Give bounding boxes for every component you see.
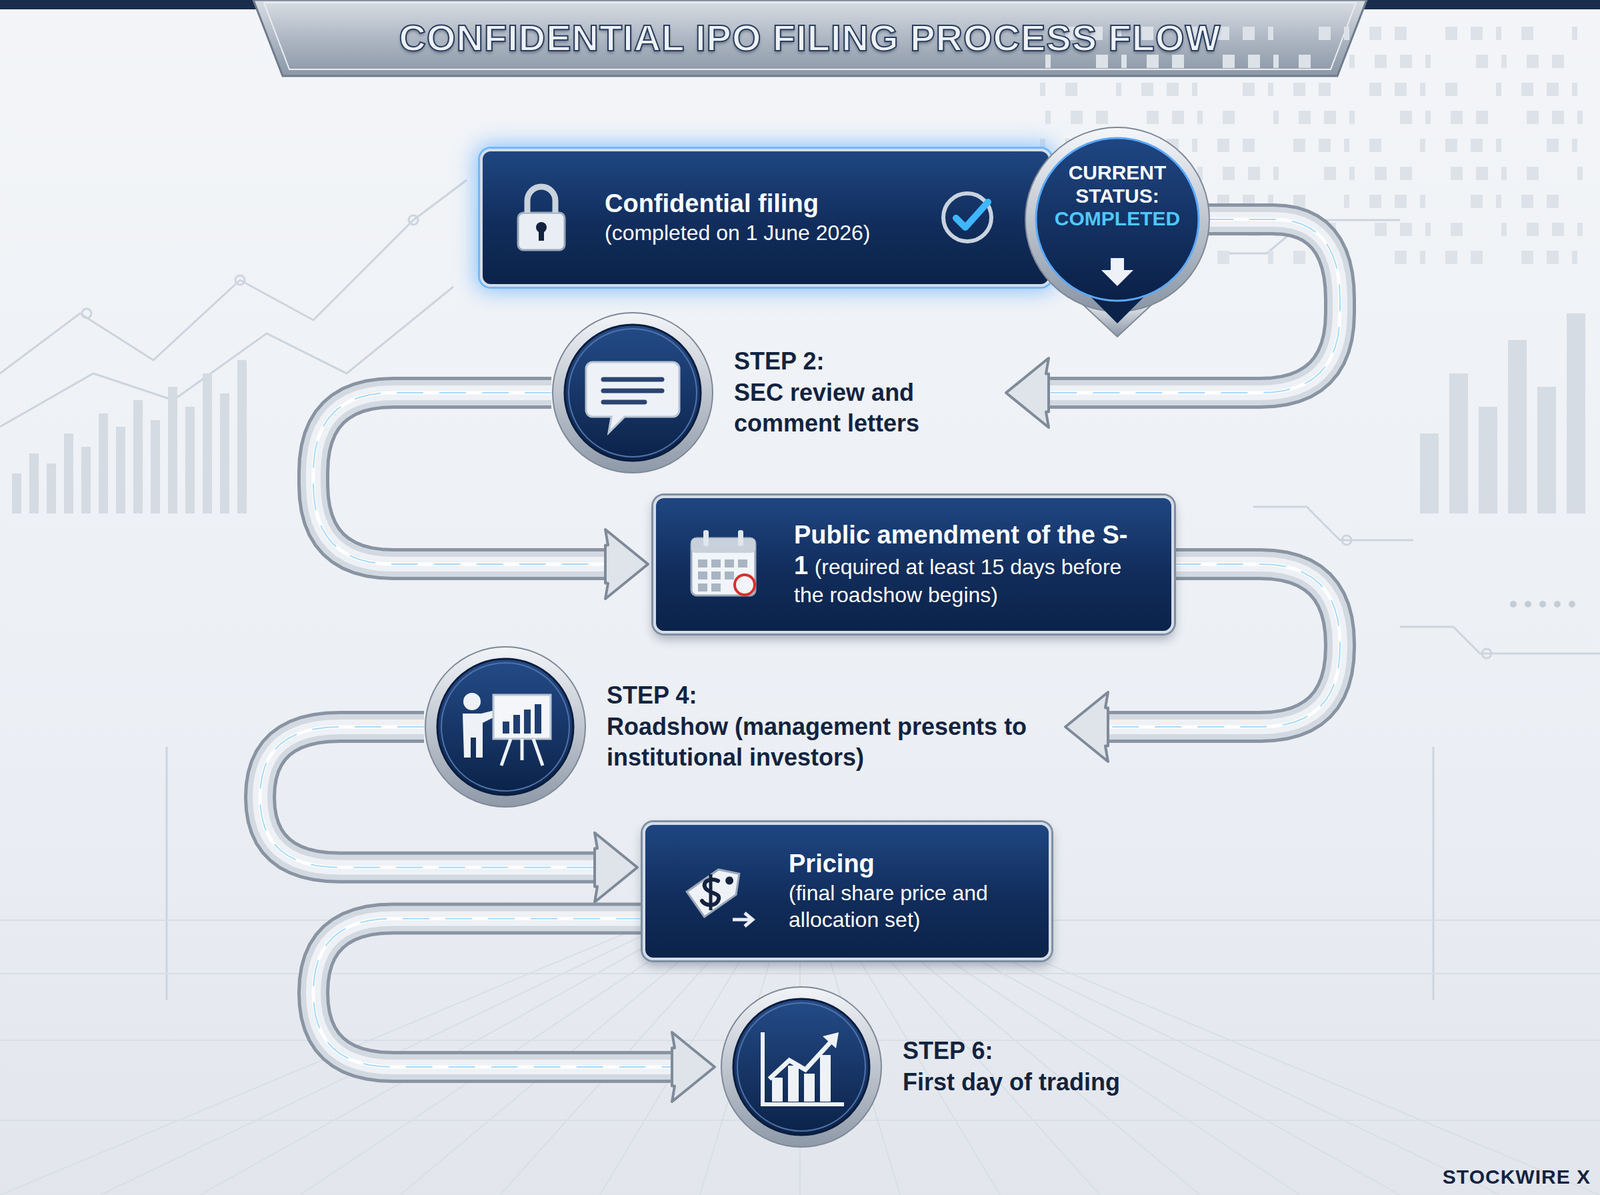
check-icon [937, 187, 998, 248]
box-detail: (completed on 1 June 2026) [604, 219, 938, 246]
process-box: Confidential filing(completed on 1 June … [480, 148, 1052, 287]
status-badge: CURRENT STATUS:COMPLETED [1024, 126, 1211, 313]
watermark: STOCKWIRE X [1442, 1165, 1591, 1188]
lock-icon [498, 174, 585, 261]
background-decoration [0, 26, 1600, 1195]
status-value: COMPLETED [1050, 207, 1184, 231]
chart-icon [720, 985, 883, 1148]
step-circle: STEP 4:Roadshow (management presents to … [424, 645, 1060, 808]
step-description: SEC review and comment letters [734, 377, 1001, 440]
title-tab [253, 0, 1367, 76]
process-box: Pricing(final share price and allocation… [642, 822, 1052, 960]
status-label: CURRENT STATUS: [1050, 161, 1184, 208]
process-box: Public amendment of the S-1(required at … [653, 495, 1174, 634]
box-heading: Pricing [788, 848, 1033, 880]
step-description: First day of trading [902, 1066, 1120, 1098]
step-number: STEP 4: [606, 680, 1060, 712]
box-detail: (final share price and allocation set) [788, 879, 1033, 933]
step-circle: STEP 2:SEC review and comment letters [551, 311, 1001, 474]
diagram-title: CONFIDENTIAL IPO FILING PROCESS FLOW [280, 4, 1340, 71]
box-heading: Confidential filing [604, 188, 938, 220]
step-description: Roadshow (management presents to institu… [606, 711, 1060, 774]
step-number: STEP 2: [734, 346, 1001, 378]
presenter-icon [424, 645, 587, 808]
step-circle: STEP 6:First day of trading [720, 985, 1120, 1148]
cal-icon [679, 520, 766, 608]
bubble-icon [551, 311, 714, 474]
tag-icon [671, 847, 758, 934]
step-number: STEP 6: [902, 1035, 1120, 1067]
box-detail: (required at least 15 days before the ro… [794, 554, 1122, 607]
